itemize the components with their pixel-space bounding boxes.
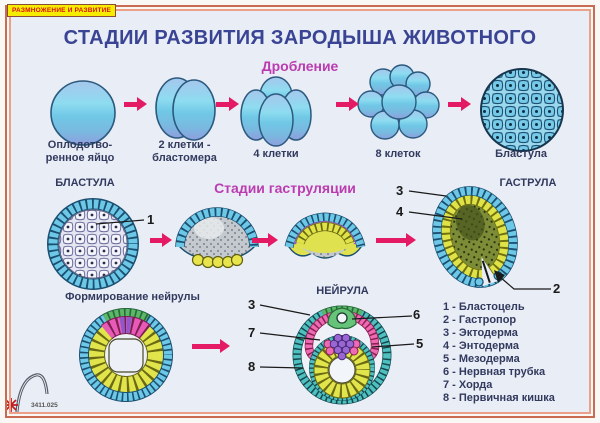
gastrulation-heading: Стадии гаструляции xyxy=(214,180,356,196)
pointer-neural-tube: 6 xyxy=(413,307,421,322)
stage-label-8cells: 8 клеток xyxy=(375,148,421,160)
arrow-4 xyxy=(448,97,471,111)
pointer-gastropore: 2 xyxy=(553,281,561,296)
two-cells-figure xyxy=(150,66,220,155)
legend-item: 2 - Гастропор xyxy=(443,314,517,326)
pointer-primary-gut: 8 xyxy=(248,359,256,374)
arrow-6 xyxy=(252,233,278,247)
neurula-label: НЕЙРУЛА xyxy=(316,285,369,297)
legend-item: 7 - Хорда xyxy=(443,379,493,391)
stage-label-egg: Оплодотво- ренное яйцо xyxy=(45,139,115,164)
series-badge: РАЗМНОЖЕНИЕ И РАЗВИТИЕ xyxy=(7,4,117,17)
pointer-blastocoel: 1 xyxy=(147,212,155,227)
fertilized-egg-figure xyxy=(45,76,121,155)
four-cells-figure xyxy=(238,72,314,157)
pointer-ectoderm-gastrula: 3 xyxy=(396,183,404,198)
arrow-3 xyxy=(336,97,359,111)
neurula-formation-figure xyxy=(72,306,180,409)
arrow-7 xyxy=(376,233,416,247)
catalog-code: 3411.025 xyxy=(31,402,58,409)
arrow-1 xyxy=(124,97,147,111)
eight-cells-figure xyxy=(356,62,442,155)
blastula-section-label: БЛАСТУЛА xyxy=(55,177,115,189)
stage-label-blastula: Бластула xyxy=(495,148,547,160)
arrow-2 xyxy=(216,97,239,111)
pointer-chorda: 7 xyxy=(248,325,256,340)
legend-item: 1 - Бластоцель xyxy=(443,301,525,313)
legend-item: 5 - Мезодерма xyxy=(443,353,520,365)
pointer-mesoderm: 5 xyxy=(416,336,424,351)
page-title: СТАДИИ РАЗВИТИЯ ЗАРОДЫША ЖИВОТНОГО xyxy=(63,27,537,49)
stage-label-4cells: 4 клетки xyxy=(253,148,299,160)
neurula-figure xyxy=(286,298,398,417)
legend-item: 3 - Эктодерма xyxy=(443,327,518,339)
blastula-figure xyxy=(478,66,566,159)
blastula-section-figure xyxy=(38,197,148,298)
pointer-ectoderm-neurula: 3 xyxy=(248,297,256,312)
arrow-8 xyxy=(192,339,230,353)
legend-item: 6 - Нервная трубка xyxy=(443,366,546,378)
gastrula-figure xyxy=(418,182,533,302)
legend-item: 4 - Энтодерма xyxy=(443,340,519,352)
stage-label-2cells: 2 клетки - бластомера xyxy=(152,139,217,164)
pointer-endoderm-gastrula: 4 xyxy=(396,204,404,219)
mid-gastrula-figure xyxy=(284,210,366,277)
arrow-5 xyxy=(150,233,172,247)
legend: 1 - Бластоцель 2 - Гастропор 3 - Эктодер… xyxy=(443,301,555,405)
neurulation-heading: Формирование нейрулы xyxy=(65,291,200,303)
cleavage-heading: Дробление xyxy=(261,58,339,74)
legend-item: 8 - Первичная кишка xyxy=(443,392,555,404)
gastrula-label: ГАСТРУЛА xyxy=(499,177,557,189)
early-gastrula-figure xyxy=(174,200,260,277)
